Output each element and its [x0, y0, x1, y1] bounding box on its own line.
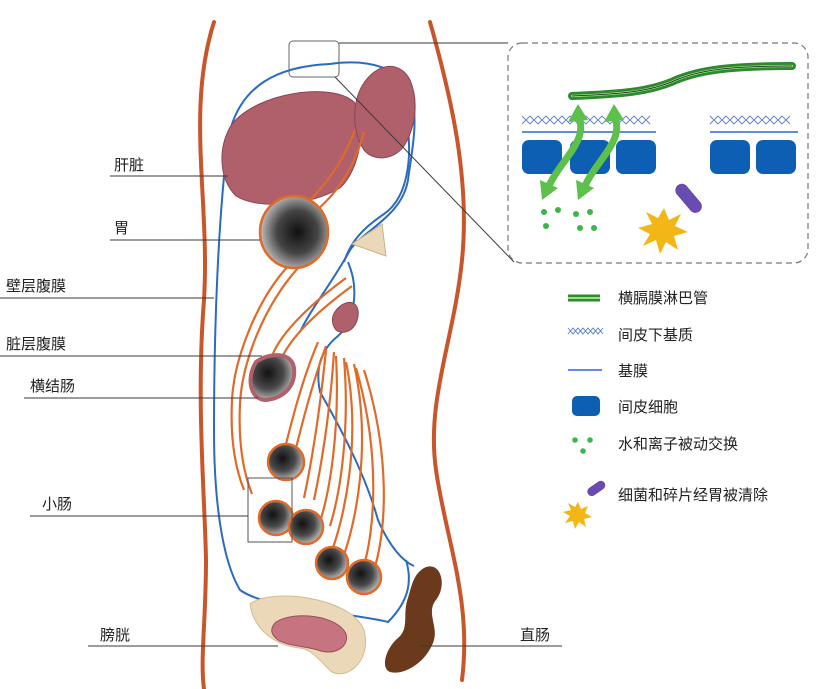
- mesothelial-cell-icon: [572, 396, 600, 416]
- small-intestine-box: [247, 477, 293, 543]
- pale-organ: [350, 223, 387, 257]
- legend-label-exchange: 水和离子被动交换: [618, 435, 738, 453]
- small-organ: [331, 301, 359, 333]
- stomach: [258, 194, 330, 270]
- body-wall-left: [198, 20, 216, 689]
- transverse-colon: [248, 353, 297, 403]
- label-transverse-colon: 横结肠: [30, 377, 75, 395]
- zoom-source-box: [288, 40, 340, 78]
- water-ion-dots-icon: [572, 437, 593, 454]
- legend-label-membrane: 基膜: [618, 362, 648, 380]
- bacteria-debris-icon: [563, 480, 606, 529]
- legend-label-lymphatic: 横膈膜淋巴管: [618, 289, 708, 307]
- label-small-intestine: 小肠: [42, 495, 72, 513]
- body-wall-right: [428, 20, 467, 682]
- mesentery-lines: [230, 129, 385, 577]
- label-rectum: 直肠: [520, 626, 550, 644]
- legend-label-matrix: 间皮下基质: [618, 326, 693, 344]
- rectum: [384, 566, 442, 673]
- peritoneum-inner-loop: [343, 107, 410, 263]
- liver-right-lobe: [354, 65, 416, 159]
- label-parietal-peritoneum: 壁层腹膜: [6, 277, 66, 295]
- submesothelial-matrix-icon: [567, 327, 604, 335]
- zoom-detail-panel: [507, 42, 809, 264]
- bladder: [271, 615, 348, 653]
- label-stomach: 胃: [114, 219, 129, 237]
- liver-left-lobe: [221, 91, 362, 205]
- label-bladder: 膀胱: [100, 626, 130, 644]
- legend-label-cells: 间皮细胞: [618, 398, 678, 416]
- legend-label-clearance: 细菌和碎片经胃被清除: [618, 486, 768, 504]
- legend: 横膈膜淋巴管 间皮下基质 基膜 间皮细胞 水和离子被动交换 细菌和碎片经胃被清除: [563, 289, 768, 529]
- label-visceral-peritoneum: 脏层腹膜: [6, 335, 66, 353]
- organ-labels: 肝脏 胃 壁层腹膜 脏层腹膜 横结肠 小肠 膀胱 直肠: [0, 156, 562, 647]
- label-liver: 肝脏: [114, 156, 144, 174]
- small-intestine-loops: [257, 442, 383, 596]
